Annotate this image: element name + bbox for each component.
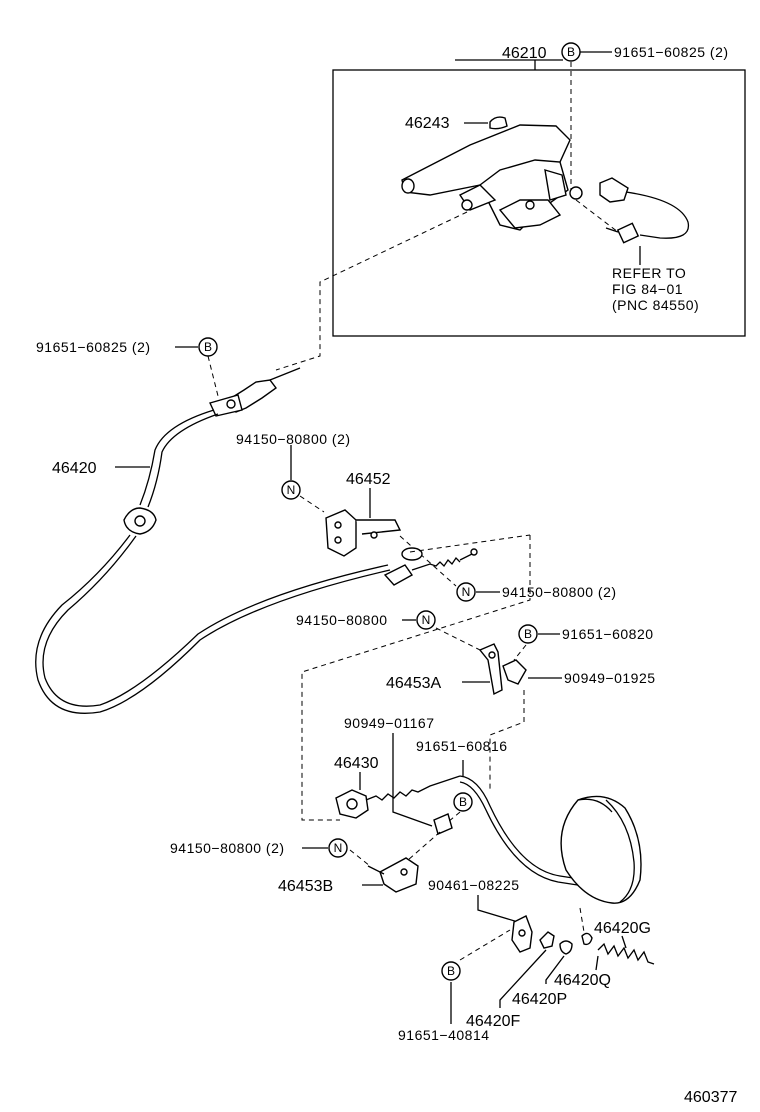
label-91651-60816: 91651−60816	[416, 738, 508, 754]
svg-text:B: B	[204, 340, 212, 354]
grommet-46420F	[539, 931, 555, 949]
leader-line	[499, 949, 547, 1008]
svg-text:N: N	[422, 613, 431, 627]
svg-text:N: N	[334, 841, 343, 855]
bracket-46453A	[478, 643, 527, 696]
equalizer	[383, 547, 478, 586]
callout-N-c: N	[416, 610, 436, 630]
spring-46420G	[597, 942, 655, 965]
svg-text:N: N	[462, 585, 471, 599]
callout-B-top: B	[561, 42, 581, 62]
label-94150-80800-2-a: 94150−80800 (2)	[236, 431, 351, 447]
dashed-leader	[459, 929, 511, 961]
dashed-leader	[435, 627, 485, 653]
callout-B-left: B	[198, 337, 218, 357]
label-46420F: 46420F	[466, 1013, 520, 1030]
label-94150-80800-2-b: 94150−80800 (2)	[502, 584, 617, 600]
label-46420Q: 46420Q	[554, 972, 611, 989]
label-91651-60825-left: 91651−60825 (2)	[36, 339, 151, 355]
leader-line	[545, 955, 565, 984]
label-46420: 46420	[52, 460, 97, 477]
leader-line	[595, 955, 599, 971]
dashed-leader	[513, 644, 527, 661]
dashed-leader	[349, 849, 371, 867]
label-90461-08225: 90461−08225	[428, 877, 520, 893]
dashed-leader	[207, 355, 219, 397]
label-94150-80800-2-c: 94150−80800 (2)	[170, 840, 285, 856]
label-90949-01167: 90949−01167	[344, 715, 435, 731]
callout-N-d: N	[328, 838, 348, 858]
callout-B-lower: B	[453, 792, 473, 812]
label-46430: 46430	[334, 755, 379, 772]
lever-assembly-inset-box	[332, 69, 746, 337]
release-button-part	[489, 116, 508, 130]
callout-B-bottom: B	[441, 961, 461, 981]
part-46420Q	[581, 932, 593, 946]
bracket-46453B	[367, 857, 419, 893]
label-94150-80800: 94150−80800	[296, 612, 388, 628]
dashed-leader	[575, 199, 619, 233]
svg-text:B: B	[459, 795, 467, 809]
parking-brake-lever	[401, 124, 583, 231]
brake-switch	[599, 177, 690, 244]
callout-N-a: N	[281, 480, 301, 500]
svg-text:B: B	[524, 627, 532, 641]
leader-line	[392, 733, 433, 827]
svg-text:B: B	[567, 45, 575, 59]
cable-clip	[433, 813, 453, 835]
figure-number: 460377	[684, 1089, 737, 1106]
dashed-leader	[407, 831, 441, 861]
label-46453B: 46453B	[278, 878, 333, 895]
callout-B-mid: B	[518, 624, 538, 644]
leader-line	[477, 895, 519, 923]
leader-line	[621, 935, 627, 949]
dashed-leader	[579, 907, 585, 933]
dashed-leader	[299, 495, 325, 513]
label-46420G: 46420G	[594, 920, 651, 937]
label-46420P: 46420P	[512, 991, 567, 1008]
label-91651-40814: 91651−40814	[398, 1027, 490, 1043]
dashed-leader	[409, 534, 531, 553]
part-46420P	[559, 940, 573, 955]
dashed-leader	[275, 211, 468, 371]
callout-N-b: N	[456, 582, 476, 602]
dashed-leader	[447, 811, 461, 823]
refer-note-line1: REFER TO	[612, 265, 686, 281]
label-91651-60825-top: 91651−60825 (2)	[614, 44, 729, 60]
refer-note-line3: (PNC 84550)	[612, 297, 699, 313]
svg-text:N: N	[287, 483, 296, 497]
label-46452: 46452	[346, 471, 391, 488]
label-46243: 46243	[405, 115, 450, 132]
dashed-leader	[399, 535, 457, 587]
refer-note-line2: FIG 84−01	[612, 281, 683, 297]
label-91651-60820: 91651−60820	[562, 626, 654, 642]
svg-text:B: B	[447, 964, 455, 978]
front-cable-46420	[35, 367, 391, 714]
label-90949-01925: 90949−01925	[564, 670, 656, 686]
clamp-part	[511, 915, 533, 953]
label-46210: 46210	[502, 45, 547, 62]
label-46453A: 46453A	[386, 675, 441, 692]
brake-drum-backing-plate	[560, 795, 642, 904]
equalizer-bracket-46452	[325, 509, 402, 557]
